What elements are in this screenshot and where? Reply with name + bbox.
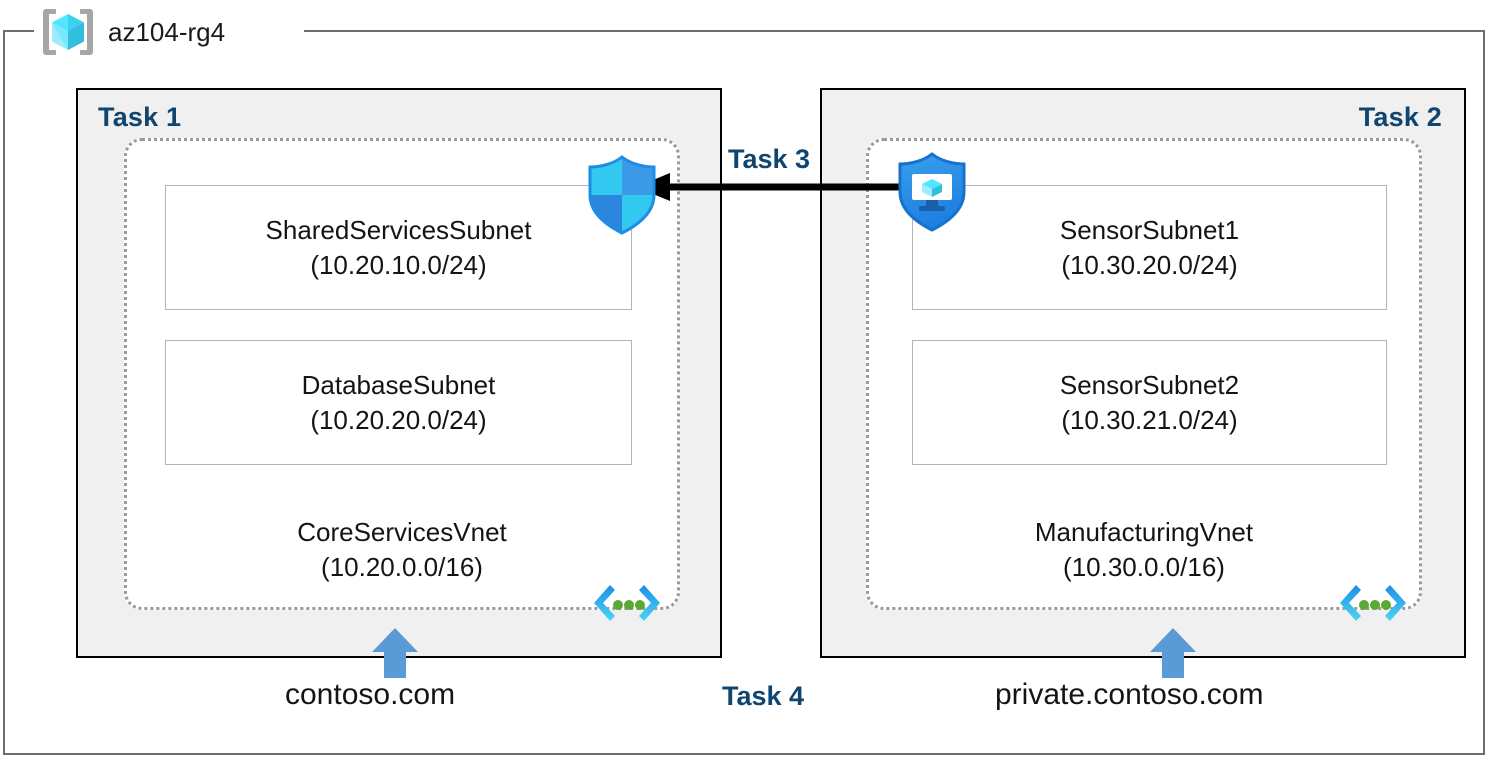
vnet-peering-arrow-icon xyxy=(636,172,912,202)
task-1-label: Task 1 xyxy=(98,102,182,132)
dns-zone-name-private-contoso: private.contoso.com xyxy=(995,678,1264,711)
subnet-sharedservicessubnet: SharedServicesSubnet (10.20.10.0/24) xyxy=(165,185,632,310)
subnet-databasesubnet: DatabaseSubnet (10.20.20.0/24) xyxy=(165,340,632,465)
resource-group-frame xyxy=(3,30,1485,755)
subnet-name: SensorSubnet1 xyxy=(1059,214,1240,245)
subnet-cidr: (10.30.21.0/24) xyxy=(1061,404,1238,435)
vnet-name: ManufacturingVnet xyxy=(1034,517,1254,547)
resource-group-header: az104-rg4 xyxy=(40,4,225,60)
subnet-name: DatabaseSubnet xyxy=(301,369,496,400)
task-2-label: Task 2 xyxy=(1358,102,1442,132)
subnet-sensorsubnet2: SensorSubnet2 (10.30.21.0/24) xyxy=(912,340,1387,465)
vnet-cidr: (10.20.0.0/16) xyxy=(321,551,483,582)
network-security-group-shield-icon xyxy=(586,155,658,235)
subnet-name: SharedServicesSubnet xyxy=(265,214,532,245)
subnet-cidr: (10.20.20.0/24) xyxy=(310,404,487,435)
dns-zone-up-arrow-icon xyxy=(372,628,418,678)
subnet-name: SensorSubnet2 xyxy=(1059,369,1240,400)
task-3-label: Task 3 xyxy=(722,144,817,175)
virtual-network-icon xyxy=(594,582,660,628)
subnet-sensorsubnet1: SensorSubnet1 (10.30.20.0/24) xyxy=(912,185,1387,310)
dns-zone-up-arrow-icon xyxy=(1150,628,1196,678)
resource-group-name: az104-rg4 xyxy=(108,16,226,47)
resource-group-cube-icon xyxy=(40,6,96,58)
vnet-name: CoreServicesVnet xyxy=(297,517,507,547)
vnet-caption-coreservicesvnet: CoreServicesVnet (10.20.0.0/16) xyxy=(124,515,680,584)
virtual-network-icon xyxy=(1340,582,1406,628)
subnet-cidr: (10.20.10.0/24) xyxy=(310,249,487,280)
vnet-cidr: (10.30.0.0/16) xyxy=(1063,551,1225,582)
subnet-cidr: (10.30.20.0/24) xyxy=(1061,249,1238,280)
dns-zone-name-contoso: contoso.com xyxy=(285,678,456,711)
vnet-caption-manufacturingvnet: ManufacturingVnet (10.30.0.0/16) xyxy=(866,515,1422,584)
protected-virtual-machine-shield-icon xyxy=(896,152,968,232)
task-4-label: Task 4 xyxy=(722,681,805,711)
